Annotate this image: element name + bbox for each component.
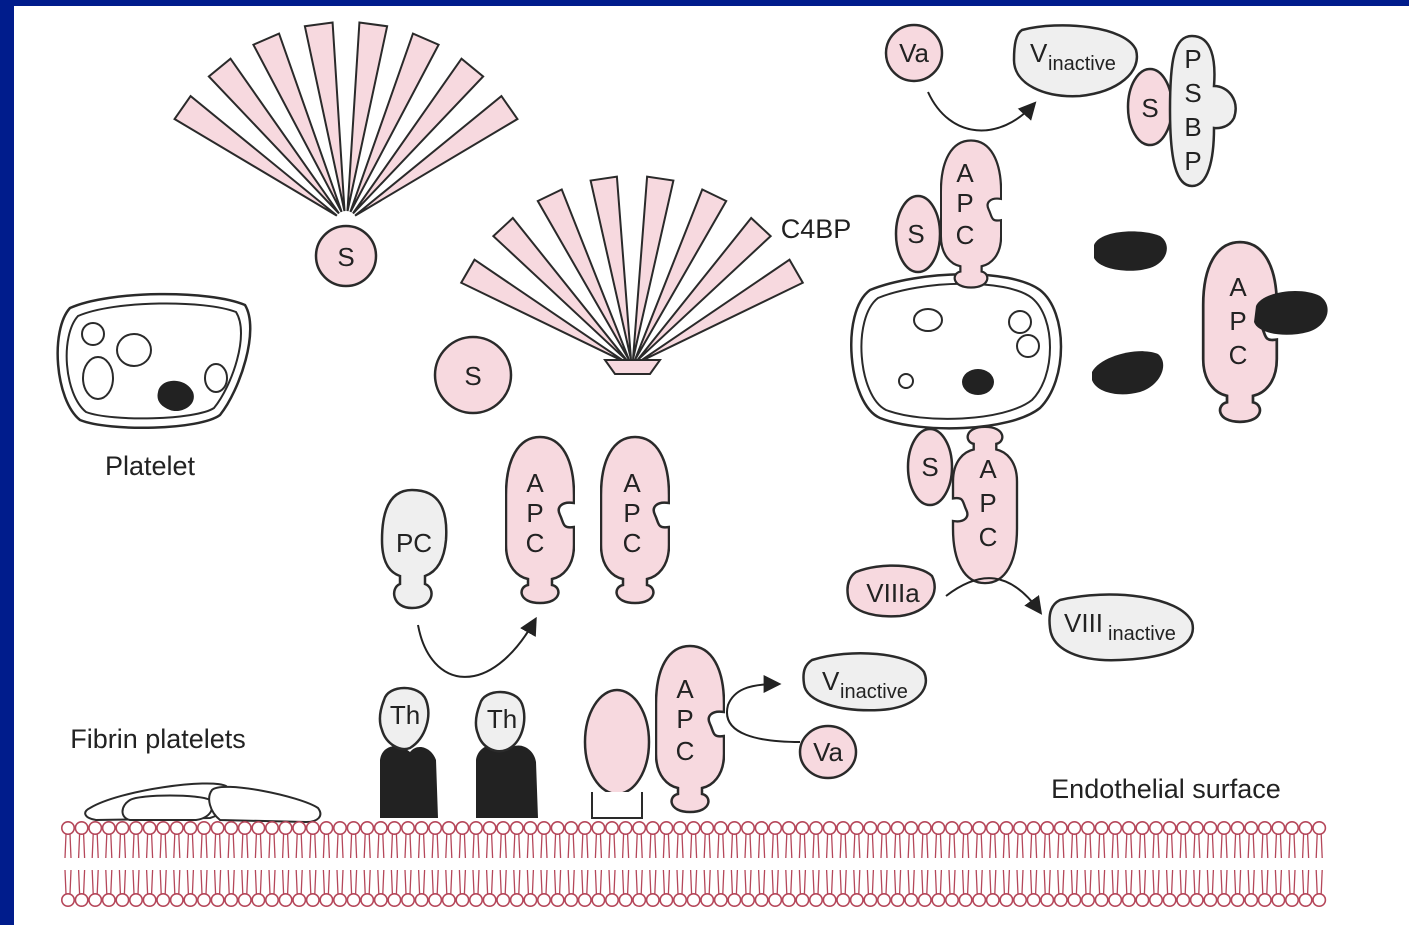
curved-arrow-icon [418, 620, 535, 677]
platelet-label: Platelet [105, 451, 196, 481]
inhibitor-blob-1 [1094, 231, 1167, 270]
apc-letter-p: P [623, 498, 640, 528]
factor-va-bottom: Va [800, 726, 856, 778]
apc-letter-c: C [1229, 340, 1248, 370]
curved-arrow-icon [946, 578, 1040, 612]
platelet [58, 294, 251, 428]
apc-inhibited: A P C [1203, 242, 1327, 422]
apc-bottom-letters: A P C [676, 674, 695, 766]
apc-letter-p: P [1229, 306, 1246, 336]
apc-letter-p: P [979, 488, 996, 518]
thrombin-complex-2: Th [476, 692, 538, 818]
apc-letter-c: C [956, 220, 975, 250]
protein-s-label: S [921, 452, 938, 482]
apc-letter-a: A [526, 468, 544, 498]
factor-v-inactive-top: V inactive [1014, 25, 1137, 96]
psbp-letter-b: B [1184, 112, 1201, 142]
cell-right [851, 274, 1061, 428]
factor-viiia-label: VIIIa [866, 578, 920, 608]
psbp-letter-p: P [1184, 44, 1201, 74]
protein-s-left-label: S [337, 242, 354, 272]
curved-arrow-icon [928, 92, 1034, 130]
inhibitor-blob-3 [1254, 291, 1328, 335]
factor-viiia: VIIIa [847, 566, 934, 617]
apc-letter-c: C [979, 522, 998, 552]
inactive-subscript: inactive [1048, 53, 1116, 75]
apc-letter-a: A [956, 158, 974, 188]
lipid-bilayer-icon [62, 822, 1326, 906]
apc-letter-a: A [623, 468, 641, 498]
protein-c: PC [382, 490, 446, 608]
protein-c-label: PC [396, 528, 432, 558]
apc-middle-1-letters: A P C [526, 468, 545, 558]
fibrin-platelets [85, 783, 320, 822]
c4bp-complex-middle [461, 177, 803, 374]
factor-viii-inactive: VIII inactive [1049, 595, 1192, 661]
factor-v-label: V [1030, 38, 1048, 68]
inactive-subscript: inactive [1108, 623, 1176, 645]
apc-middle-2-letters: A P C [623, 468, 642, 558]
factor-v-label: V [822, 666, 840, 696]
apc-letter-a: A [979, 454, 997, 484]
psbp-letter-s: S [1184, 78, 1201, 108]
protein-s-label: S [907, 219, 924, 249]
factor-v-inactive-bottom: V inactive [803, 653, 925, 710]
apc-letter-p: P [526, 498, 543, 528]
thrombin-complex-1: Th [380, 688, 438, 818]
fibrin-platelets-label: Fibrin platelets [70, 724, 246, 754]
factor-va-top: Va [886, 25, 942, 81]
factor-viii-label: VIII [1064, 608, 1103, 638]
endothelial-surface-label: Endothelial surface [1051, 774, 1281, 804]
c4bp-complex-left: S [175, 22, 518, 286]
apc-letter-c: C [526, 528, 545, 558]
apc-letter-p: P [676, 704, 693, 734]
psbp-letter-p2: P [1184, 146, 1201, 176]
inhibitor-blob-2 [1092, 351, 1163, 394]
protein-s-label: S [1141, 93, 1158, 123]
curved-arrow-icon [727, 684, 800, 742]
factor-va-label: Va [813, 737, 843, 767]
apc-letter-c: C [676, 736, 695, 766]
s-psbp-complex: S P S B P [1128, 36, 1236, 186]
s-apc-complex-top: S A P C [896, 140, 1001, 287]
apc-letter-a: A [676, 674, 694, 704]
apc-letter-p: P [956, 188, 973, 218]
s-apc-complex-bottom: S A P C [908, 427, 1017, 583]
protein-s-free-label: S [464, 361, 481, 391]
thrombin-label-1: Th [390, 700, 420, 730]
factor-va-label: Va [899, 38, 929, 68]
apc-letter-a: A [1229, 272, 1247, 302]
epcr-receptor [585, 690, 649, 818]
thrombin-label-2: Th [487, 704, 517, 734]
apc-letter-c: C [623, 528, 642, 558]
c4bp-label: C4BP [781, 214, 852, 244]
inactive-subscript: inactive [840, 681, 908, 703]
